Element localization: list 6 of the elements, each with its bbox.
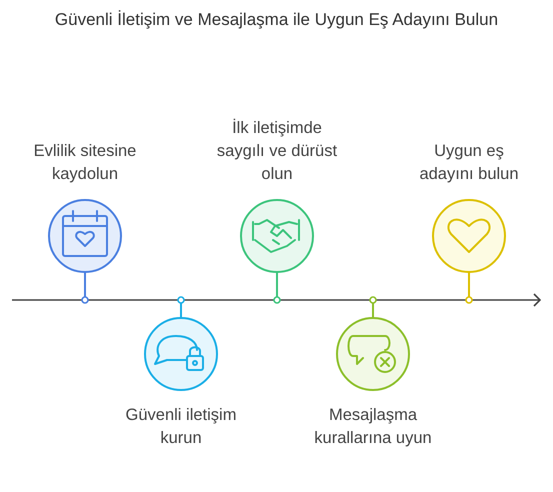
step-label: Mesajlaşma kurallarına uyun: [313, 405, 433, 449]
step-label: Evlilik sitesine kaydolun: [32, 141, 138, 185]
step-label: Güvenli iletişim kurun: [124, 405, 238, 449]
step-label: Uygun eş adayını bulun: [418, 141, 520, 185]
diagram-title: Güvenli İletişim ve Mesajlaşma ile Uygun Eş Adayını Bulun: [54, 10, 500, 30]
step-label: İlk iletişimde saygılı ve dürüst olun: [216, 118, 338, 185]
